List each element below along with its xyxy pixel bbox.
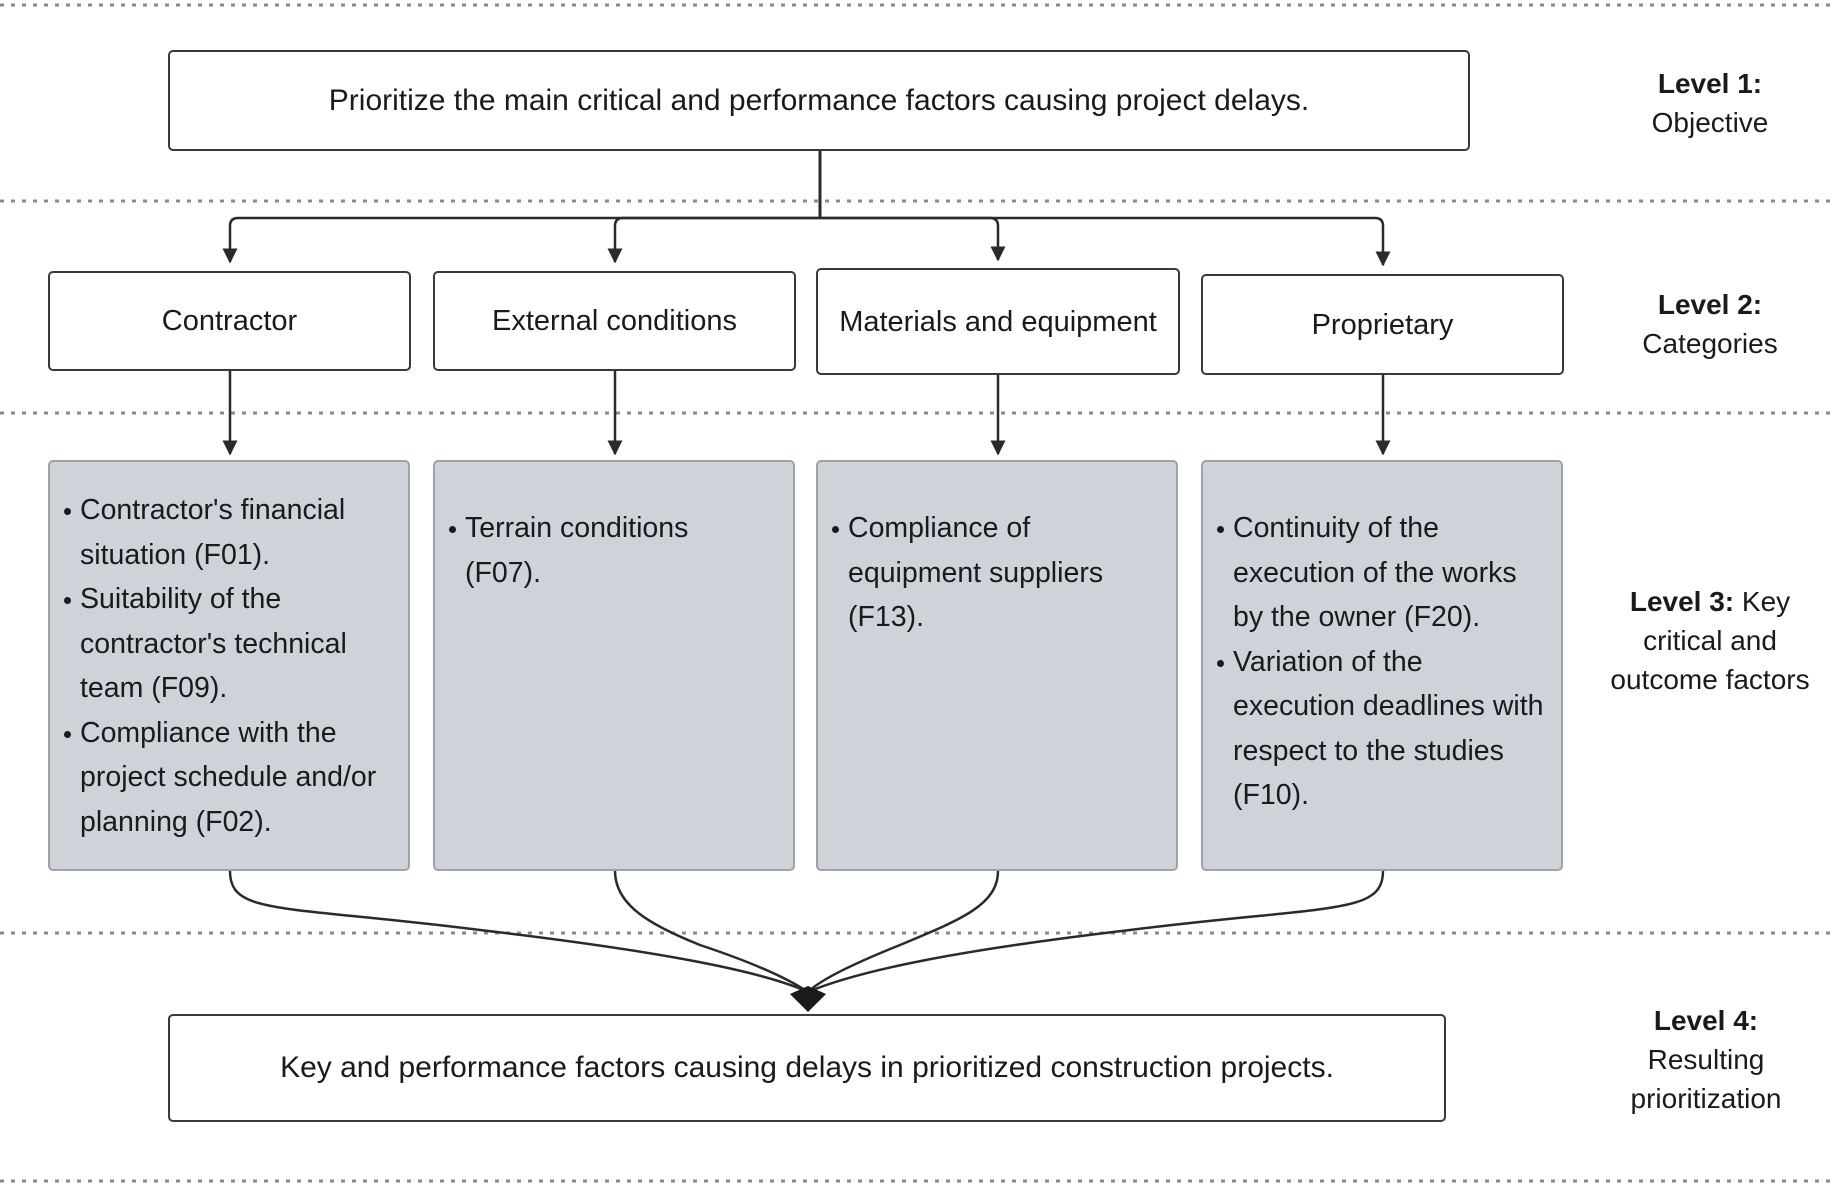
level-description: Resulting prioritization — [1630, 1044, 1782, 1114]
category-label: Contractor — [161, 305, 298, 337]
factor-item: Compliance with the project schedule and… — [62, 711, 394, 845]
objective-box: Prioritize the main critical and perform… — [168, 50, 1470, 151]
branch-proprietary — [820, 216, 1391, 267]
factors-materials-equipment: Compliance of equipment suppliers (F13). — [816, 460, 1178, 871]
branch-external — [607, 216, 820, 264]
factor-item: Suitability of the contractor's technica… — [62, 577, 394, 711]
branch-materials — [820, 216, 1006, 262]
factor-list: Contractor's financial situation (F01). … — [62, 488, 394, 844]
category-contractor: Contractor — [48, 271, 411, 371]
level-4-label: Level 4: Resulting prioritization — [1600, 1001, 1812, 1118]
objective-text: Prioritize the main critical and perform… — [328, 83, 1310, 117]
category-label: Proprietary — [1311, 308, 1454, 341]
category-external-conditions: External conditions — [433, 271, 796, 371]
factor-list: Terrain conditions (F07). — [447, 506, 779, 595]
level-1-label: Level 1: Objective — [1590, 64, 1830, 142]
level-3-label: Level 3: Key critical and outcome factor… — [1610, 582, 1810, 699]
level-title: Level 2: — [1657, 289, 1763, 320]
level-description: Objective — [1651, 107, 1769, 138]
category-materials-equipment: Materials and equipment — [816, 268, 1180, 375]
branch-contractor — [222, 216, 820, 264]
curve-contractor-result — [228, 870, 809, 994]
curve-proprietary-result — [807, 870, 1385, 994]
curve-external-result — [613, 870, 809, 994]
merge-arrowhead — [790, 986, 826, 1012]
result-box: Key and performance factors causing dela… — [168, 1014, 1446, 1122]
result-text: Key and performance factors causing dela… — [280, 1051, 1334, 1084]
factor-item: Continuity of the execution of the works… — [1215, 506, 1547, 640]
level-title: Level 1: — [1657, 68, 1763, 99]
level-description: Categories — [1642, 328, 1778, 359]
factors-external-conditions: Terrain conditions (F07). — [433, 460, 795, 871]
factor-list: Compliance of equipment suppliers (F13). — [830, 506, 1162, 640]
category-proprietary: Proprietary — [1201, 274, 1564, 375]
factor-list: Continuity of the execution of the works… — [1215, 506, 1547, 818]
level-title: Level 4: — [1653, 1005, 1759, 1036]
factor-item: Variation of the execution deadlines wit… — [1215, 640, 1547, 818]
factor-item: Terrain conditions (F07). — [447, 506, 779, 595]
level-description: Key critical and outcome factors — [1610, 586, 1810, 695]
factors-proprietary: Continuity of the execution of the works… — [1201, 460, 1563, 871]
curve-materials-result — [807, 870, 1000, 993]
factors-contractor: Contractor's financial situation (F01). … — [48, 460, 410, 871]
level-2-label: Level 2: Categories — [1590, 285, 1830, 363]
level-title: Level 3: — [1629, 586, 1735, 617]
category-label: External conditions — [491, 305, 738, 337]
factor-item: Contractor's financial situation (F01). — [62, 488, 394, 577]
factor-item: Compliance of equipment suppliers (F13). — [830, 506, 1162, 640]
category-label: Materials and equipment — [839, 305, 1157, 338]
